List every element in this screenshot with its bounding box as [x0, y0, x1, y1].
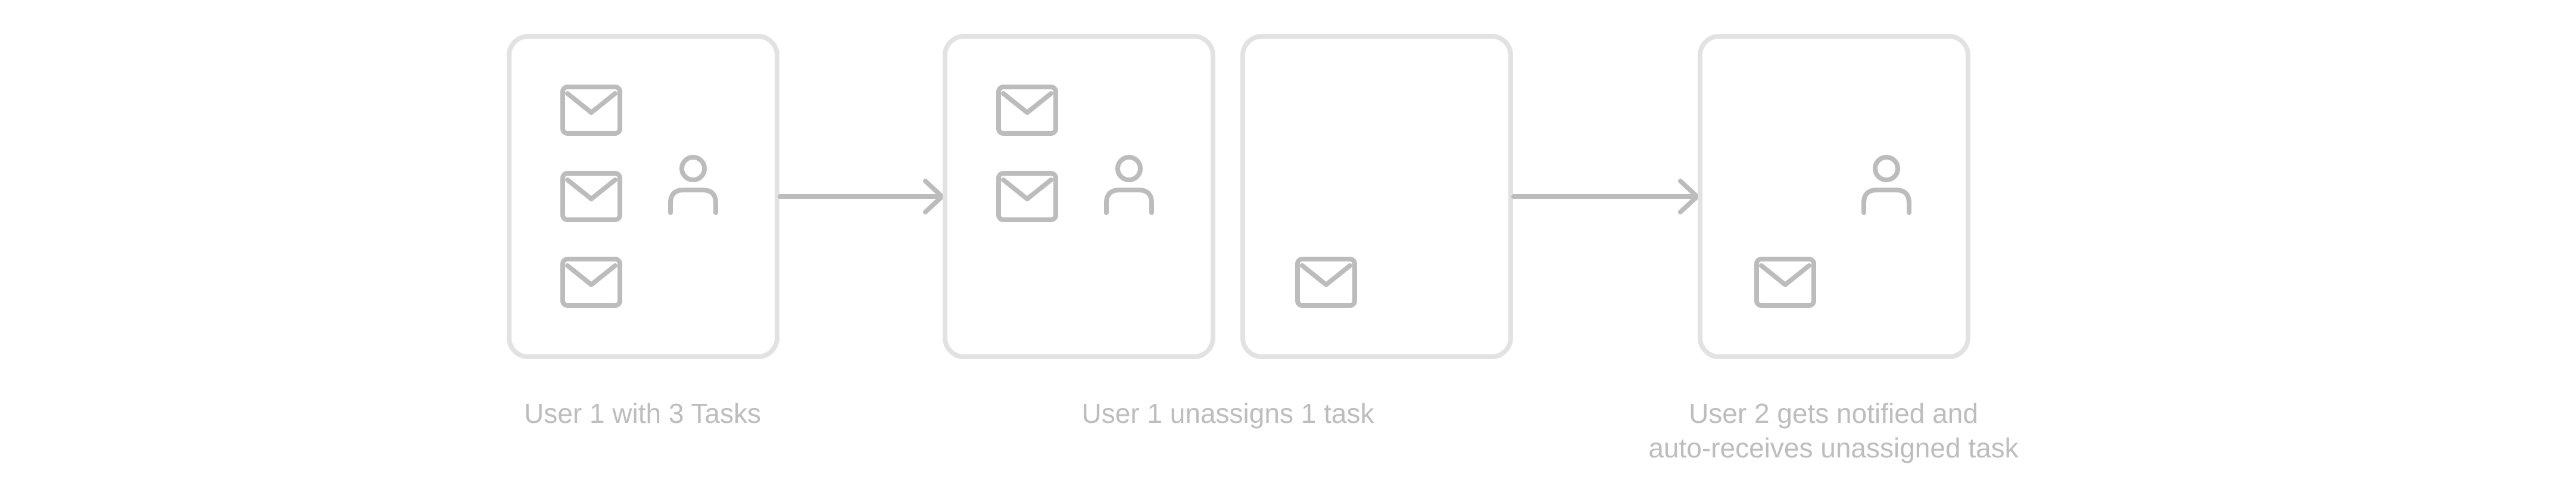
step-1-caption: User 1 with 3 Tasks	[524, 396, 761, 431]
step-2-card-user-1	[943, 34, 1215, 359]
step-3-caption: User 2 gets notified and auto-receives u…	[1648, 396, 2018, 465]
step-1-card	[507, 34, 779, 359]
arrow-right-icon	[778, 179, 944, 214]
arrow-right-icon	[1511, 179, 1699, 214]
step-2-card-unassigned	[1240, 34, 1513, 359]
step-2	[943, 34, 1513, 359]
step-2-caption: User 1 unassigns 1 task	[1082, 396, 1374, 431]
step-3-card	[1698, 34, 1970, 359]
step-3	[1698, 34, 1970, 359]
caption-line: User 2 gets notified and	[1689, 398, 1978, 429]
caption-line: User 1 unassigns 1 task	[1081, 398, 1374, 429]
step-1	[507, 34, 779, 359]
caption-line: User 1 with 3 Tasks	[524, 398, 761, 429]
caption-line: auto-receives unassigned task	[1648, 432, 2019, 463]
